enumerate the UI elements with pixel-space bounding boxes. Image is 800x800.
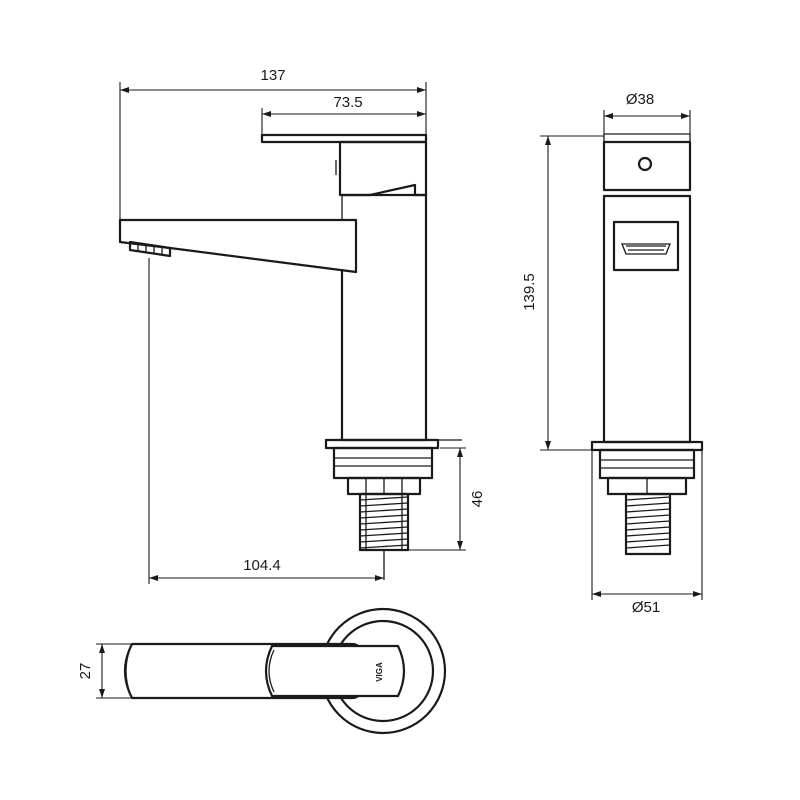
dim-spout-reach: 104.4	[243, 557, 281, 574]
dim-handle-width: 27	[77, 663, 94, 680]
front-base-flange	[324, 438, 440, 450]
top-view: VIGA	[123, 607, 447, 735]
side-indicator-hole	[637, 156, 653, 172]
side-handle-head	[602, 140, 692, 192]
brand-logo: VIGA	[375, 662, 384, 682]
side-threaded-shank	[624, 492, 672, 556]
front-view	[118, 133, 462, 580]
side-dimensions: Ø38 139.5 Ø51	[521, 91, 703, 616]
side-aerator	[612, 220, 680, 272]
front-body	[340, 193, 428, 442]
dim-overall-length: 137	[260, 67, 285, 84]
side-view	[590, 133, 704, 556]
front-dimensions: 137 73.5 104.4 46	[119, 67, 486, 584]
dim-top-diameter: Ø38	[626, 91, 654, 108]
front-aerator	[128, 240, 172, 258]
side-base-flange	[590, 440, 704, 452]
dim-handle-length: 73.5	[333, 94, 362, 111]
dim-body-height: 139.5	[521, 273, 538, 311]
front-spout	[118, 218, 358, 274]
top-dimensions: 27	[77, 643, 132, 699]
side-mounting-nut	[598, 448, 696, 480]
front-mounting-nut	[332, 446, 434, 480]
dim-thread-height: 46	[469, 491, 486, 508]
top-handle-cap	[264, 644, 406, 698]
front-threaded-shank	[358, 492, 410, 552]
front-handle-cap	[338, 140, 428, 197]
dim-base-diameter: Ø51	[632, 599, 660, 616]
